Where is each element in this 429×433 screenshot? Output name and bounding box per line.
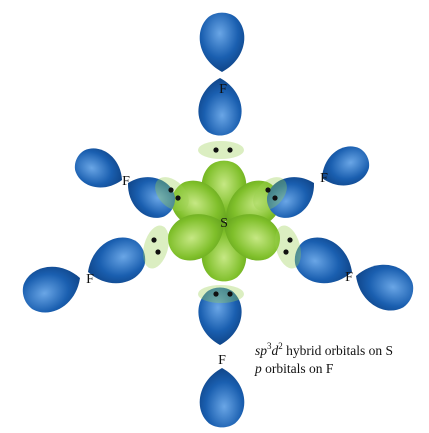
fluorine-label-bottom: F [218,353,226,368]
p-lobe-top-outer [200,13,245,72]
fluorine-label-upper-right: F [320,171,328,186]
electron-dot [151,237,156,242]
legend-p-orbitals: p orbitals on F [255,360,393,378]
fluorine-label-lower-left: F [86,272,94,287]
orbital-legend: sp3d2 hybrid orbitals on S p orbitals on… [255,342,393,378]
electron-dot [283,249,288,254]
p-lobe-lower-left-outer [17,257,88,319]
electron-dot [227,147,232,152]
electron-dot [213,147,218,152]
legend-hybrid-orbitals: sp3d2 hybrid orbitals on S [255,342,393,360]
fluorine-label-upper-left: F [122,174,130,189]
fluorine-label-lower-right: F [345,270,353,285]
electron-dot [287,237,292,242]
sulfur-label: S [220,216,228,231]
electron-dot [265,187,270,192]
p-lobe-lower-right-outer [348,255,419,317]
electron-dot [168,187,173,192]
electron-dot [213,291,218,296]
p-lobe-upper-left-outer [69,142,130,197]
electron-dot [227,291,232,296]
electron-dot [175,195,180,200]
electron-dot [272,195,277,200]
fluorine-label-top: F [219,82,227,97]
p-lobe-bottom-outer [200,368,245,427]
p-lobe-upper-right-outer [314,140,375,195]
electron-dot [155,249,160,254]
